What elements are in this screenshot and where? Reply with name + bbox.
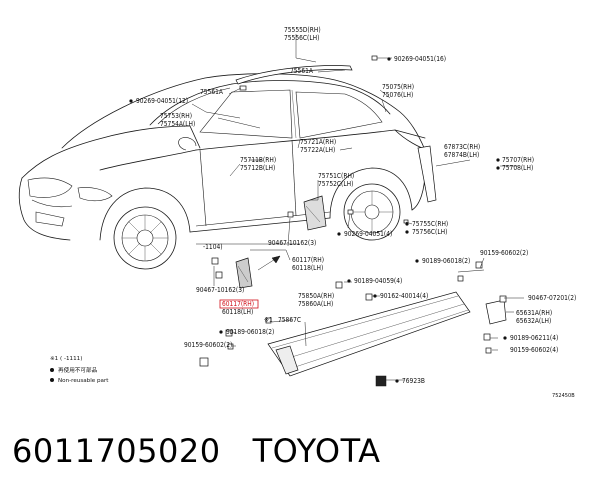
callout-75751c: 75751C(RH) [318,172,354,180]
callout-75754a: 75754A(LH) [160,120,195,128]
callout-90159-4: 90159-60602(4) [510,346,558,354]
callout-90189-4: 90189-04059(4) [354,277,402,285]
callout-75712b: 75712B(LH) [240,164,275,172]
car-outline [18,65,429,270]
callout-75707: 75707(RH) [502,156,534,164]
note-nonreuse: Non-reusable part [58,378,109,384]
callout-90269-12: 90269-04051(12) [136,97,188,105]
callout-75721a: 75721A(RH) [300,138,336,146]
callout-75860a: 75860A(LH) [298,300,333,308]
callout-90189-06211: 90189-06211(4) [510,334,558,342]
callout-75555d: 75555D(RH) [284,26,321,34]
part-footer: 6011705020 TOYOTA [12,432,381,470]
callout-75556c: 75556C(LH) [284,34,319,42]
callout-76923b: 76923B [402,377,425,385]
callout-75867c: 75867C [278,316,301,324]
callout-75075: 75075(RH) [382,83,414,91]
callout-90159-2a: 90159-60602(2) [480,249,528,257]
callout-75755c: 75755C(RH) [412,220,448,228]
part-number: 6011705020 [12,432,221,470]
callout-67874b: 67874B(LH) [444,151,479,159]
callout-75722a: 75722A(LH) [300,146,335,154]
callout-1104: -1104) [203,243,223,251]
note-range: ※1 ( -1111) [50,356,82,362]
callout-75756c: 75756C(LH) [412,228,447,236]
callout-60117b-highlight: 60117(RH) [222,300,254,308]
parts [199,55,507,387]
brand-name: TOYOTA [252,432,381,470]
callout-90162: 90162-40014(4) [380,292,428,300]
callout-60117a: 60117(RH) [292,256,324,264]
legend-notes: ※1 ( -1111) 再使用不可部品 Non-reusable part [50,356,109,384]
callout-90269-16: 90269-04051(16) [394,55,446,63]
callout-60118a: 60118(LH) [292,264,323,272]
callout-90269-4: 90269-04051(4) [344,230,392,238]
callout-90467-2: 90467-07201(2) [528,294,576,302]
diagram-code: 752450B [552,393,575,399]
callout-mark: ※1 [264,316,273,324]
callout-75711b: 75711B(RH) [240,156,276,164]
callout-75561a-front: 75561A [200,88,224,96]
callout-75753: 75753(RH) [160,112,192,120]
callout-90467-3b: 90467-10162(3) [196,286,244,294]
callout-75752c: 75752C(LH) [318,180,353,188]
callout-65631a: 65631A(RH) [516,309,552,317]
callout-60118b: 60118(LH) [222,308,253,316]
callout-75561a-roof: 75561A [290,67,314,75]
note-reuse: 再使用不可部品 [58,366,98,374]
callout-90467-3a: 90467-10162(3) [268,239,316,247]
callout-67873c: 67873C(RH) [444,143,480,151]
leader-lines [191,34,524,381]
callout-90189-2b: 90189-06018(2) [226,328,274,336]
callout-75708: 75708(LH) [502,164,533,172]
callout-90189-2a: 90189-06018(2) [422,257,470,265]
callout-75850a: 75850A(RH) [298,292,334,300]
callout-75076: 75076(LH) [382,91,413,99]
callouts: 75555D(RH) 75556C(LH) 90269-04051(16) 75… [129,26,576,399]
callout-65632a: 65632A(LH) [516,317,551,325]
callout-90159-2b: 90159-60602(2) [184,341,232,349]
